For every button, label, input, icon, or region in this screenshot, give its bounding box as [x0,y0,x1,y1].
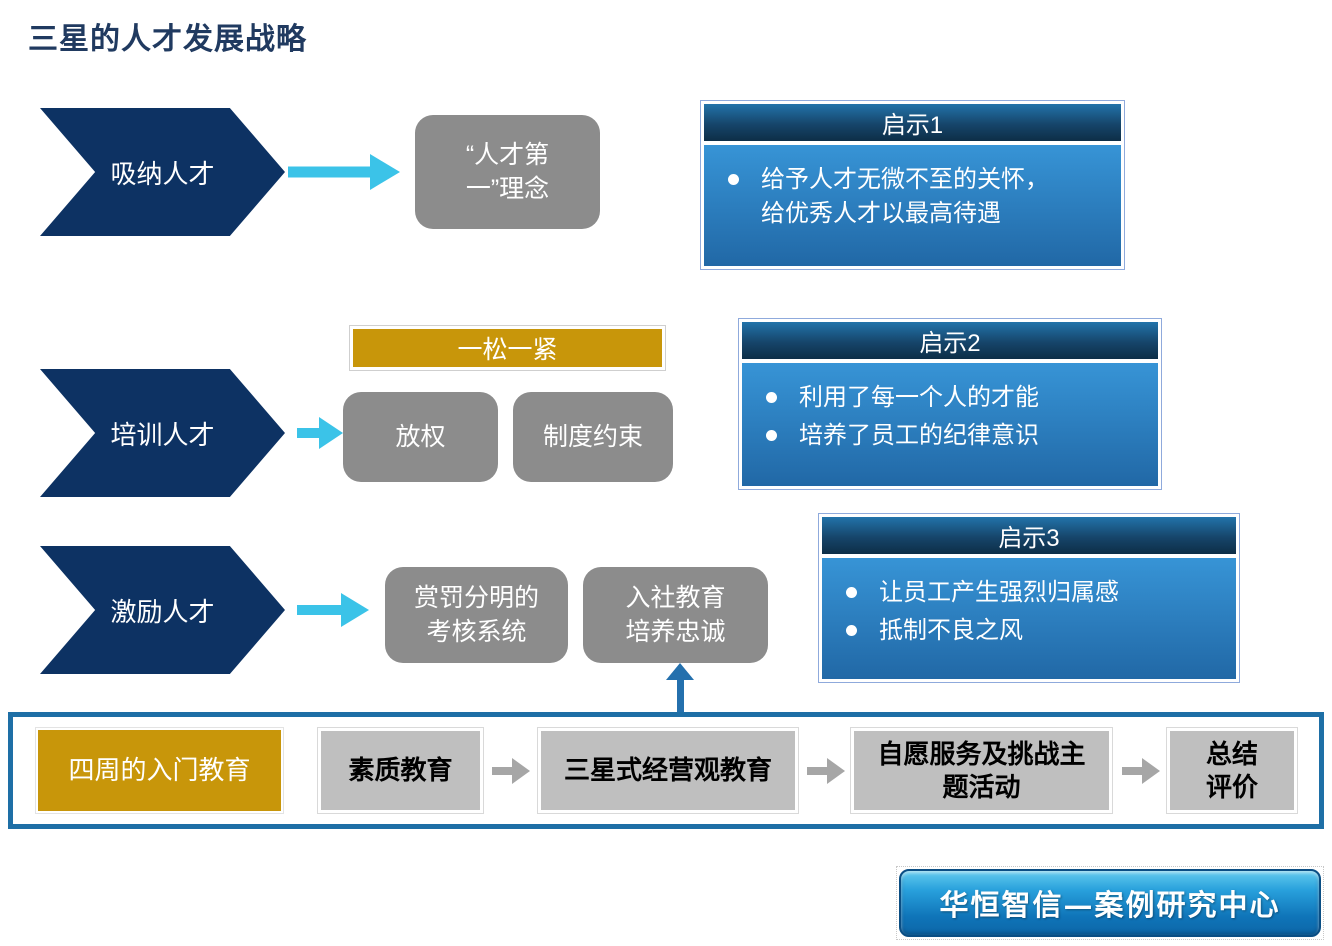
step-arrow-icon [807,758,845,784]
bullet-icon [766,392,777,403]
bullet-icon [766,430,777,442]
footer-banner-label: 华恒智信—案例研究中心 [939,888,1281,922]
arrow-shaft [297,605,343,615]
tip-1-header: 启示1 [704,104,1121,141]
step-box-quality-education: 素质教育 [318,728,483,813]
tip-3-body: 让员工产生强烈归属感 抵制不良之风 [822,558,1236,679]
arrow-head [827,758,845,784]
step-box-summary-evaluation: 总结评价 [1167,728,1297,813]
step-arrow-icon [492,758,530,784]
flow-chevron-train-talent: 培训人才 [40,369,285,497]
flow-chevron-attract-talent: 吸纳人才 [40,108,285,236]
step-label: 四周的入门教育 [68,755,251,786]
arrow-head [512,758,530,784]
talent-first-box: “人才第一”理念 [415,115,600,229]
arrow-head [666,663,694,680]
bullet-text: 让员工产生强烈归属感 [879,579,1119,606]
bullet-text: 培养了员工的纪律意识 [799,422,1039,450]
up-arrow-icon [666,663,694,713]
reward-system-label: 赏罚分明的考核系统 [413,583,539,647]
step-label: 素质教育 [348,755,453,786]
step-label: 三星式经营观教育 [563,755,772,786]
arrow-head [341,593,369,627]
right-arrow-icon [288,154,400,190]
right-arrow-icon [297,417,343,449]
step-label: 自愿服务及挑战主题活动 [877,739,1086,802]
tip-card-1: 启示1 给予人才无微不至的关怀，给优秀人才以最高待遇 [700,100,1125,270]
delegation-box: 放权 [343,392,498,482]
bullet-text: 利用了每一个人的才能 [799,384,1039,411]
tip-bullet: 利用了每一个人的才能 [758,379,1146,417]
tip-card-2: 启示2 利用了每一个人的才能 培养了员工的纪律意识 [738,318,1162,490]
reward-system-box: 赏罚分明的考核系统 [385,567,568,663]
arrow-head [319,417,343,449]
step-arrow-icon [1122,758,1160,784]
tip-bullet: 培养了员工的纪律意识 [758,417,1146,455]
arrow-shaft [288,166,374,178]
delegation-label: 放权 [395,422,446,451]
arrow-shaft [297,428,321,438]
step-box-volunteer-challenge-activity: 自愿服务及挑战主题活动 [851,728,1112,813]
bullet-text: 抵制不良之风 [879,617,1023,645]
talent-first-label: “人才第一”理念 [465,140,550,204]
flow-chevron-motivate-talent: 激励人才 [40,546,285,674]
tip-bullet: 给予人才无微不至的关怀，给优秀人才以最高待遇 [720,161,1109,233]
entry-education-container: 四周的入门教育 素质教育 三星式经营观教育 自愿服务及挑战主题活动 总结评价 [8,712,1324,829]
induction-education-label: 入社教育培养忠诚 [625,583,726,647]
bullet-icon [846,587,857,598]
bullet-icon [846,625,857,637]
arrow-head [370,154,400,190]
chevron-label: 激励人才 [110,596,215,627]
tip-2-body: 利用了每一个人的才能 培养了员工的纪律意识 [742,363,1158,486]
tip-bullet: 让员工产生强烈归属感 [838,574,1224,612]
arrow-shaft [1122,767,1142,775]
right-arrow-icon [297,593,369,627]
arrow-shaft [807,767,827,775]
chevron-label: 培训人才 [110,419,215,450]
bullet-text: 给予人才无微不至的关怀，给优秀人才以最高待遇 [761,166,1049,228]
arrow-shaft [676,680,684,713]
arrow-shaft [492,767,512,775]
step-box-samsung-management-education: 三星式经营观教育 [538,728,798,813]
tip-3-header: 启示3 [822,517,1236,554]
step-box-entry-education: 四周的入门教育 [36,728,283,813]
system-constraint-label: 制度约束 [542,422,643,451]
system-constraint-box: 制度约束 [513,392,673,482]
tip-2-header: 启示2 [742,322,1158,359]
loose-tight-label: 一松一紧 [457,336,558,364]
footer-banner: 华恒智信—案例研究中心 [896,866,1324,940]
loose-tight-banner: 一松一紧 [350,326,665,370]
page-title: 三星的人才发展战略 [28,23,307,56]
step-label: 总结评价 [1205,739,1258,802]
tip-1-body: 给予人才无微不至的关怀，给优秀人才以最高待遇 [704,145,1121,266]
footer-banner-button: 华恒智信—案例研究中心 [899,869,1321,937]
chevron-label: 吸纳人才 [110,158,215,189]
tip-card-3: 启示3 让员工产生强烈归属感 抵制不良之风 [818,513,1240,683]
bullet-icon [728,174,739,185]
arrow-head [1142,758,1160,784]
tip-bullet: 抵制不良之风 [838,612,1224,650]
induction-education-box: 入社教育培养忠诚 [583,567,768,663]
